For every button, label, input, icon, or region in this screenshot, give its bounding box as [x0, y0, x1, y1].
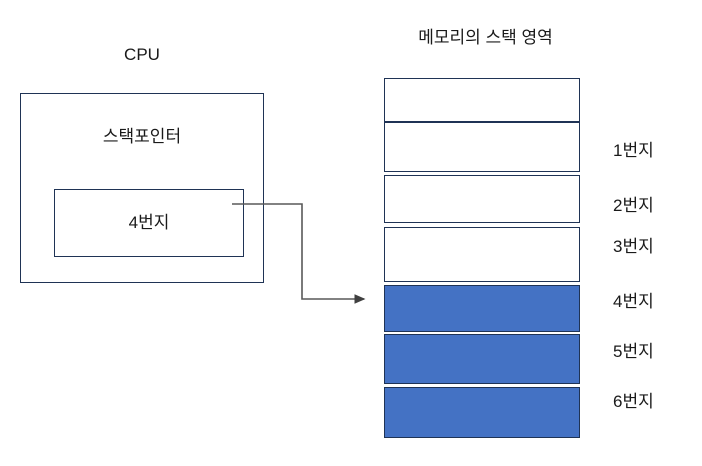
- address-label-3: 3번지: [613, 237, 654, 256]
- cpu-title: CPU: [124, 45, 160, 64]
- memory-cell-1: [384, 122, 580, 172]
- memory-cell-top: [384, 78, 580, 122]
- memory-stack-title: 메모리의 스택 영역: [418, 28, 553, 47]
- stack-pointer-value: 4번지: [128, 213, 170, 232]
- memory-cell-4: [384, 285, 580, 332]
- memory-cell-3: [384, 227, 580, 282]
- address-label-5: 5번지: [613, 342, 654, 361]
- address-label-4: 4번지: [613, 292, 654, 311]
- memory-cell-2: [384, 175, 580, 223]
- address-label-1: 1번지: [613, 141, 654, 160]
- address-label-6: 6번지: [613, 392, 654, 411]
- memory-cell-5: [384, 334, 580, 384]
- stack-pointer-label: 스택포인터: [102, 127, 182, 146]
- stack-pointer-register: 4번지: [54, 189, 244, 257]
- address-label-2: 2번지: [613, 196, 654, 215]
- memory-cell-6: [384, 387, 580, 438]
- memory-stack: [384, 78, 580, 438]
